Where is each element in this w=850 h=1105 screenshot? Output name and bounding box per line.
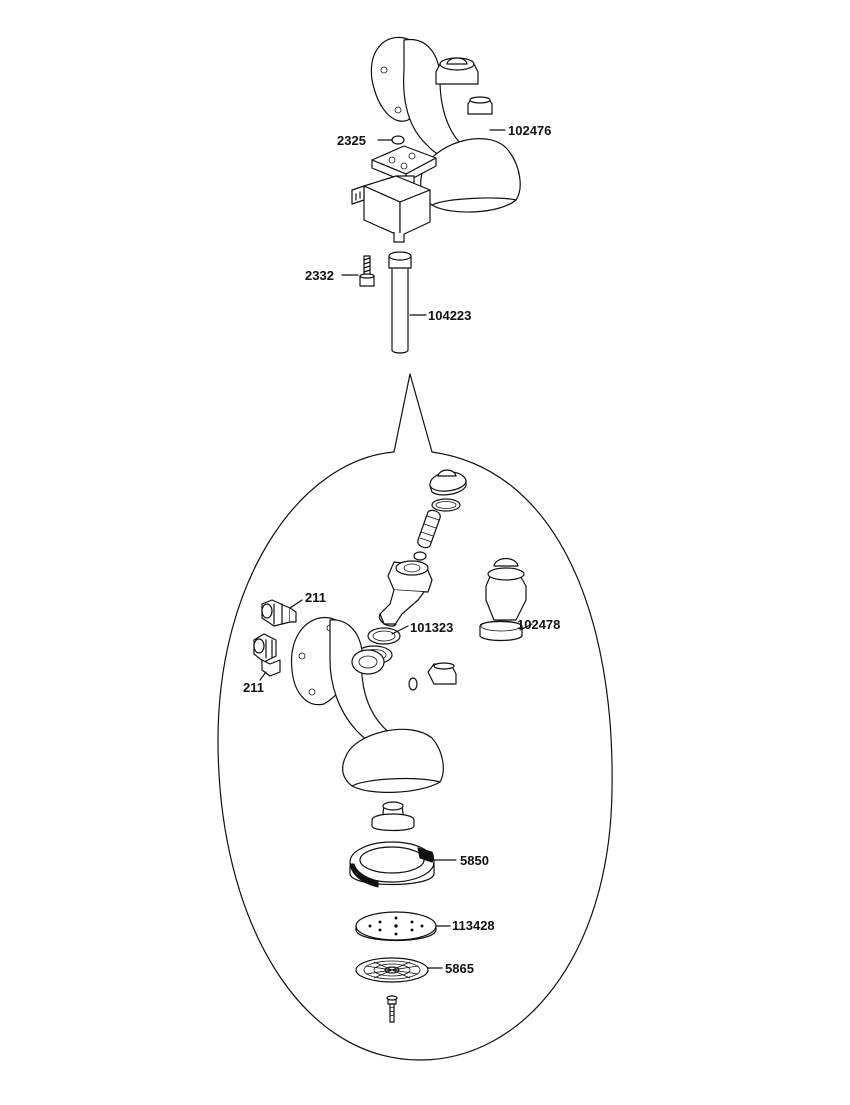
screw-2332 xyxy=(359,255,375,287)
solenoid-valve xyxy=(351,145,437,243)
shower-plug xyxy=(371,801,415,832)
callout-101323: 101323 xyxy=(410,620,453,635)
detail-group-head xyxy=(290,616,444,793)
leader-lines xyxy=(259,129,533,969)
callout-104223: 104223 xyxy=(428,308,471,323)
o-ring-small xyxy=(431,498,461,512)
callout-211-lower: 211 xyxy=(243,680,264,695)
callout-5850: 5850 xyxy=(460,853,489,868)
callout-102476: 102476 xyxy=(508,123,551,138)
callout-2325: 2325 xyxy=(337,133,366,148)
screw-bottom xyxy=(386,995,398,1023)
small-washer xyxy=(413,551,427,561)
group-head-assembly xyxy=(370,36,521,213)
callout-102478: 102478 xyxy=(517,617,560,632)
callout-113428: 113428 xyxy=(452,918,495,933)
fitting-211-lower xyxy=(253,633,281,677)
gasket-5850 xyxy=(349,841,435,888)
callout-5865: 5865 xyxy=(445,961,474,976)
shower-screen-5865 xyxy=(355,957,429,983)
valve-102478 xyxy=(479,557,527,642)
o-ring-2325 xyxy=(391,135,405,145)
shower-plate-113428 xyxy=(355,911,437,942)
cap-screw-top xyxy=(429,469,467,496)
detail-balloon xyxy=(217,373,613,1061)
side-plug-detail xyxy=(408,662,457,691)
callout-211-upper: 211 xyxy=(305,590,326,605)
tube-104223 xyxy=(388,251,412,354)
fitting-211-upper xyxy=(261,599,297,627)
valve-body-101323 xyxy=(378,560,433,627)
callout-2332: 2332 xyxy=(305,268,334,283)
filter-screen xyxy=(417,509,441,549)
